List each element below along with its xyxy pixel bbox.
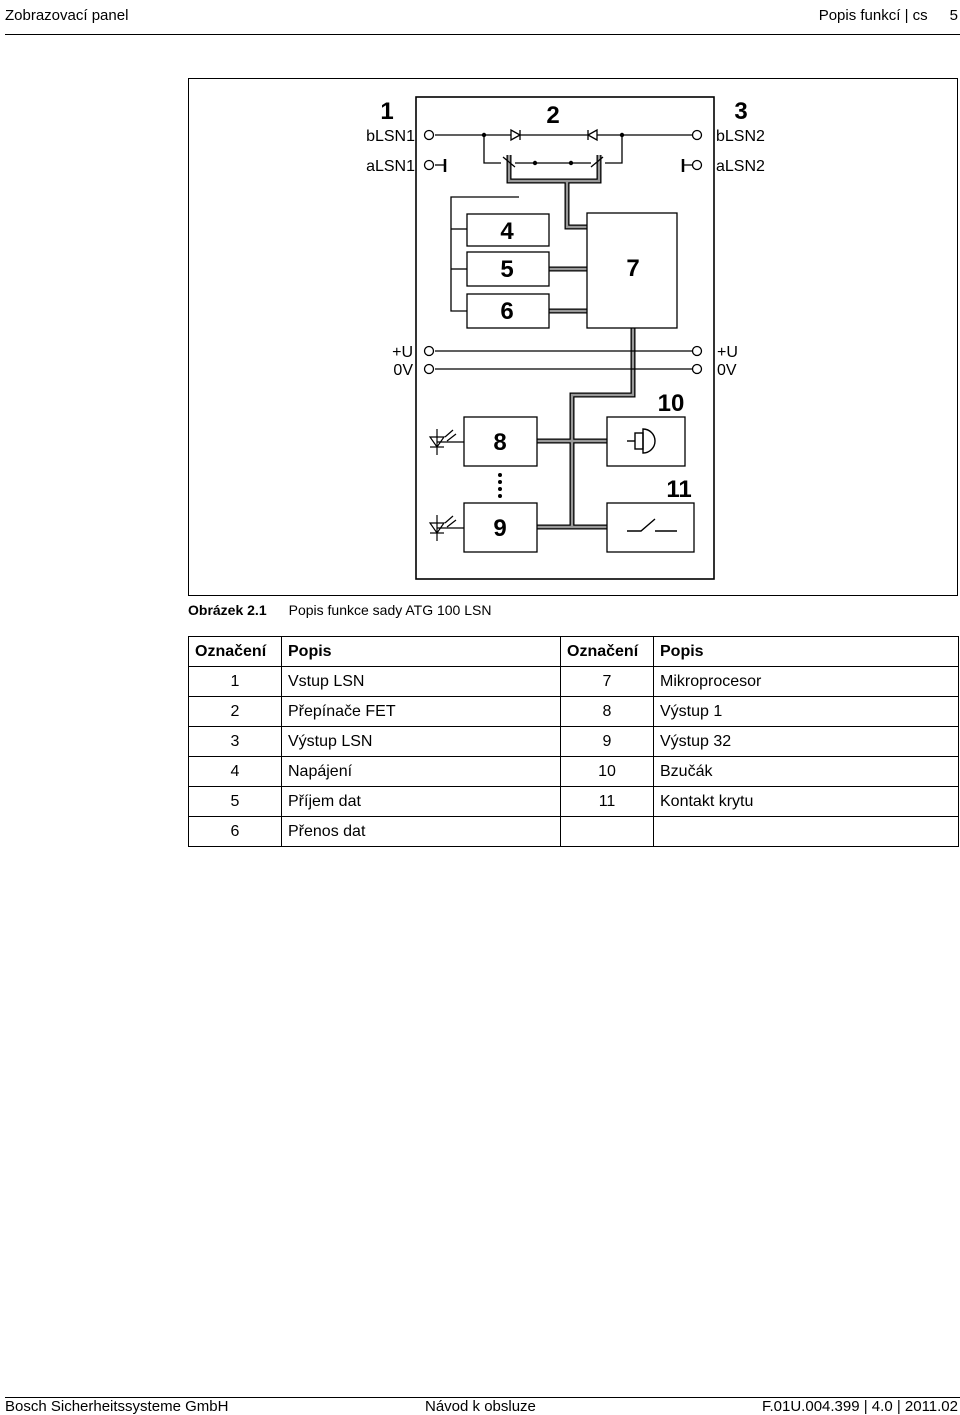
diagram-numbers: 1 2 3 4 5 6 7 8 9 10 11 [380, 98, 747, 542]
header-section-title: Zobrazovací panel [5, 7, 129, 24]
terminal-labels: bLSN1 aLSN1 bLSN2 aLSN2 +U 0V +U 0V [366, 128, 765, 379]
label-2: 2 [546, 102, 559, 129]
label-5: 5 [500, 256, 513, 283]
table-cell: 11 [560, 786, 654, 817]
contact-switch-icon [627, 518, 677, 532]
function-diagram: 1 2 3 4 5 6 7 8 9 10 11 bLSN1 aLSN1 bLSN… [188, 78, 958, 596]
table-cell: 1 [188, 666, 282, 697]
table-cell: Příjem dat [281, 786, 561, 817]
page-footer: Bosch Sicherheitssysteme GmbH Návod k ob… [5, 1397, 960, 1415]
figure-caption-text: Popis funkce sady ATG 100 LSN [288, 602, 492, 618]
page-header: Zobrazovací panel Popis funkcí | cs 5 [5, 0, 960, 35]
table-cell: Vstup LSN [281, 666, 561, 697]
figure-caption-label: Obrázek 2.1 [188, 602, 267, 618]
table-header-row: Označení Popis Označení Popis [188, 636, 959, 667]
buzzer-icon [627, 428, 656, 454]
bus-fill [507, 155, 635, 529]
label-1: 1 [380, 98, 393, 125]
table-cell: Výstup LSN [281, 726, 561, 757]
label-blsn1: bLSN1 [366, 128, 415, 145]
table-row: 5 Příjem dat 11 Kontakt krytu [188, 786, 959, 817]
led-icons [428, 429, 464, 541]
table-cell: 9 [560, 726, 654, 757]
table-cell [653, 816, 959, 847]
table-cell: 10 [560, 756, 654, 787]
column-header: Popis [653, 636, 959, 667]
diode-icons [510, 128, 598, 142]
label-7: 7 [626, 255, 639, 282]
table-row: 2 Přepínače FET 8 Výstup 1 [188, 696, 959, 727]
footer-document-type: Návod k obsluze [425, 1398, 536, 1415]
page-number: 5 [949, 7, 958, 24]
block-4 [466, 213, 550, 247]
block-7-microprocessor [586, 212, 678, 329]
table-cell: 5 [188, 786, 282, 817]
table-cell: Bzučák [653, 756, 959, 787]
label-0v-left: 0V [393, 362, 413, 379]
table-row: 6 Přenos dat [188, 816, 959, 847]
column-header: Označení [560, 636, 654, 667]
function-blocks [463, 212, 695, 553]
label-8: 8 [493, 429, 506, 456]
block-diagram-svg: 1 2 3 4 5 6 7 8 9 10 11 bLSN1 aLSN1 bLSN… [366, 96, 765, 580]
figure-caption: Obrázek 2.1 Popis funkce sady ATG 100 LSN [188, 602, 491, 618]
table-cell: 2 [188, 696, 282, 727]
junction-dots [481, 132, 625, 166]
label-alsn2: aLSN2 [716, 158, 765, 175]
output-ellipsis-icon [498, 473, 502, 498]
device-frame [415, 96, 715, 580]
table-cell: Výstup 32 [653, 726, 959, 757]
header-chapter-title: Popis funkcí | cs [818, 7, 928, 24]
block-10-buzzer [606, 416, 686, 467]
block-8-output [463, 416, 538, 467]
table-cell: 7 [560, 666, 654, 697]
footer-document-id: F.01U.004.399 | 4.0 | 2011.02 [762, 1398, 958, 1415]
table-cell: 6 [188, 816, 282, 847]
label-11: 11 [666, 476, 691, 503]
lsn-wiring [423, 129, 703, 375]
legend-table: Označení Popis Označení Popis 1 Vstup LS… [188, 636, 959, 847]
label-alsn1: aLSN1 [366, 158, 415, 175]
table-cell: 4 [188, 756, 282, 787]
table-row: 3 Výstup LSN 9 Výstup 32 [188, 726, 959, 757]
table-cell: Výstup 1 [653, 696, 959, 727]
table-cell: Přepínače FET [281, 696, 561, 727]
label-plus-u-right: +U [717, 344, 738, 361]
table-cell [560, 816, 654, 847]
label-9: 9 [493, 515, 506, 542]
table-cell: Napájení [281, 756, 561, 787]
label-blsn2: bLSN2 [716, 128, 765, 145]
table-row: 1 Vstup LSN 7 Mikroprocesor [188, 666, 959, 697]
label-plus-u-left: +U [392, 344, 413, 361]
table-row: 4 Napájení 10 Bzučák [188, 756, 959, 787]
label-6: 6 [500, 298, 513, 325]
block-5 [466, 251, 550, 287]
table-cell: Přenos dat [281, 816, 561, 847]
label-3: 3 [734, 98, 747, 125]
block-6 [466, 293, 550, 329]
table-cell: 3 [188, 726, 282, 757]
table-cell: 8 [560, 696, 654, 727]
column-header: Označení [188, 636, 282, 667]
footer-company: Bosch Sicherheitssysteme GmbH [5, 1398, 229, 1415]
label-0v-right: 0V [717, 362, 737, 379]
label-10: 10 [658, 390, 685, 417]
column-header: Popis [281, 636, 561, 667]
block-11-cover-contact [606, 502, 695, 553]
table-cell: Mikroprocesor [653, 666, 959, 697]
label-4: 4 [500, 218, 514, 245]
table-cell: Kontakt krytu [653, 786, 959, 817]
header-chapter: Popis funkcí | cs 5 [819, 7, 958, 24]
